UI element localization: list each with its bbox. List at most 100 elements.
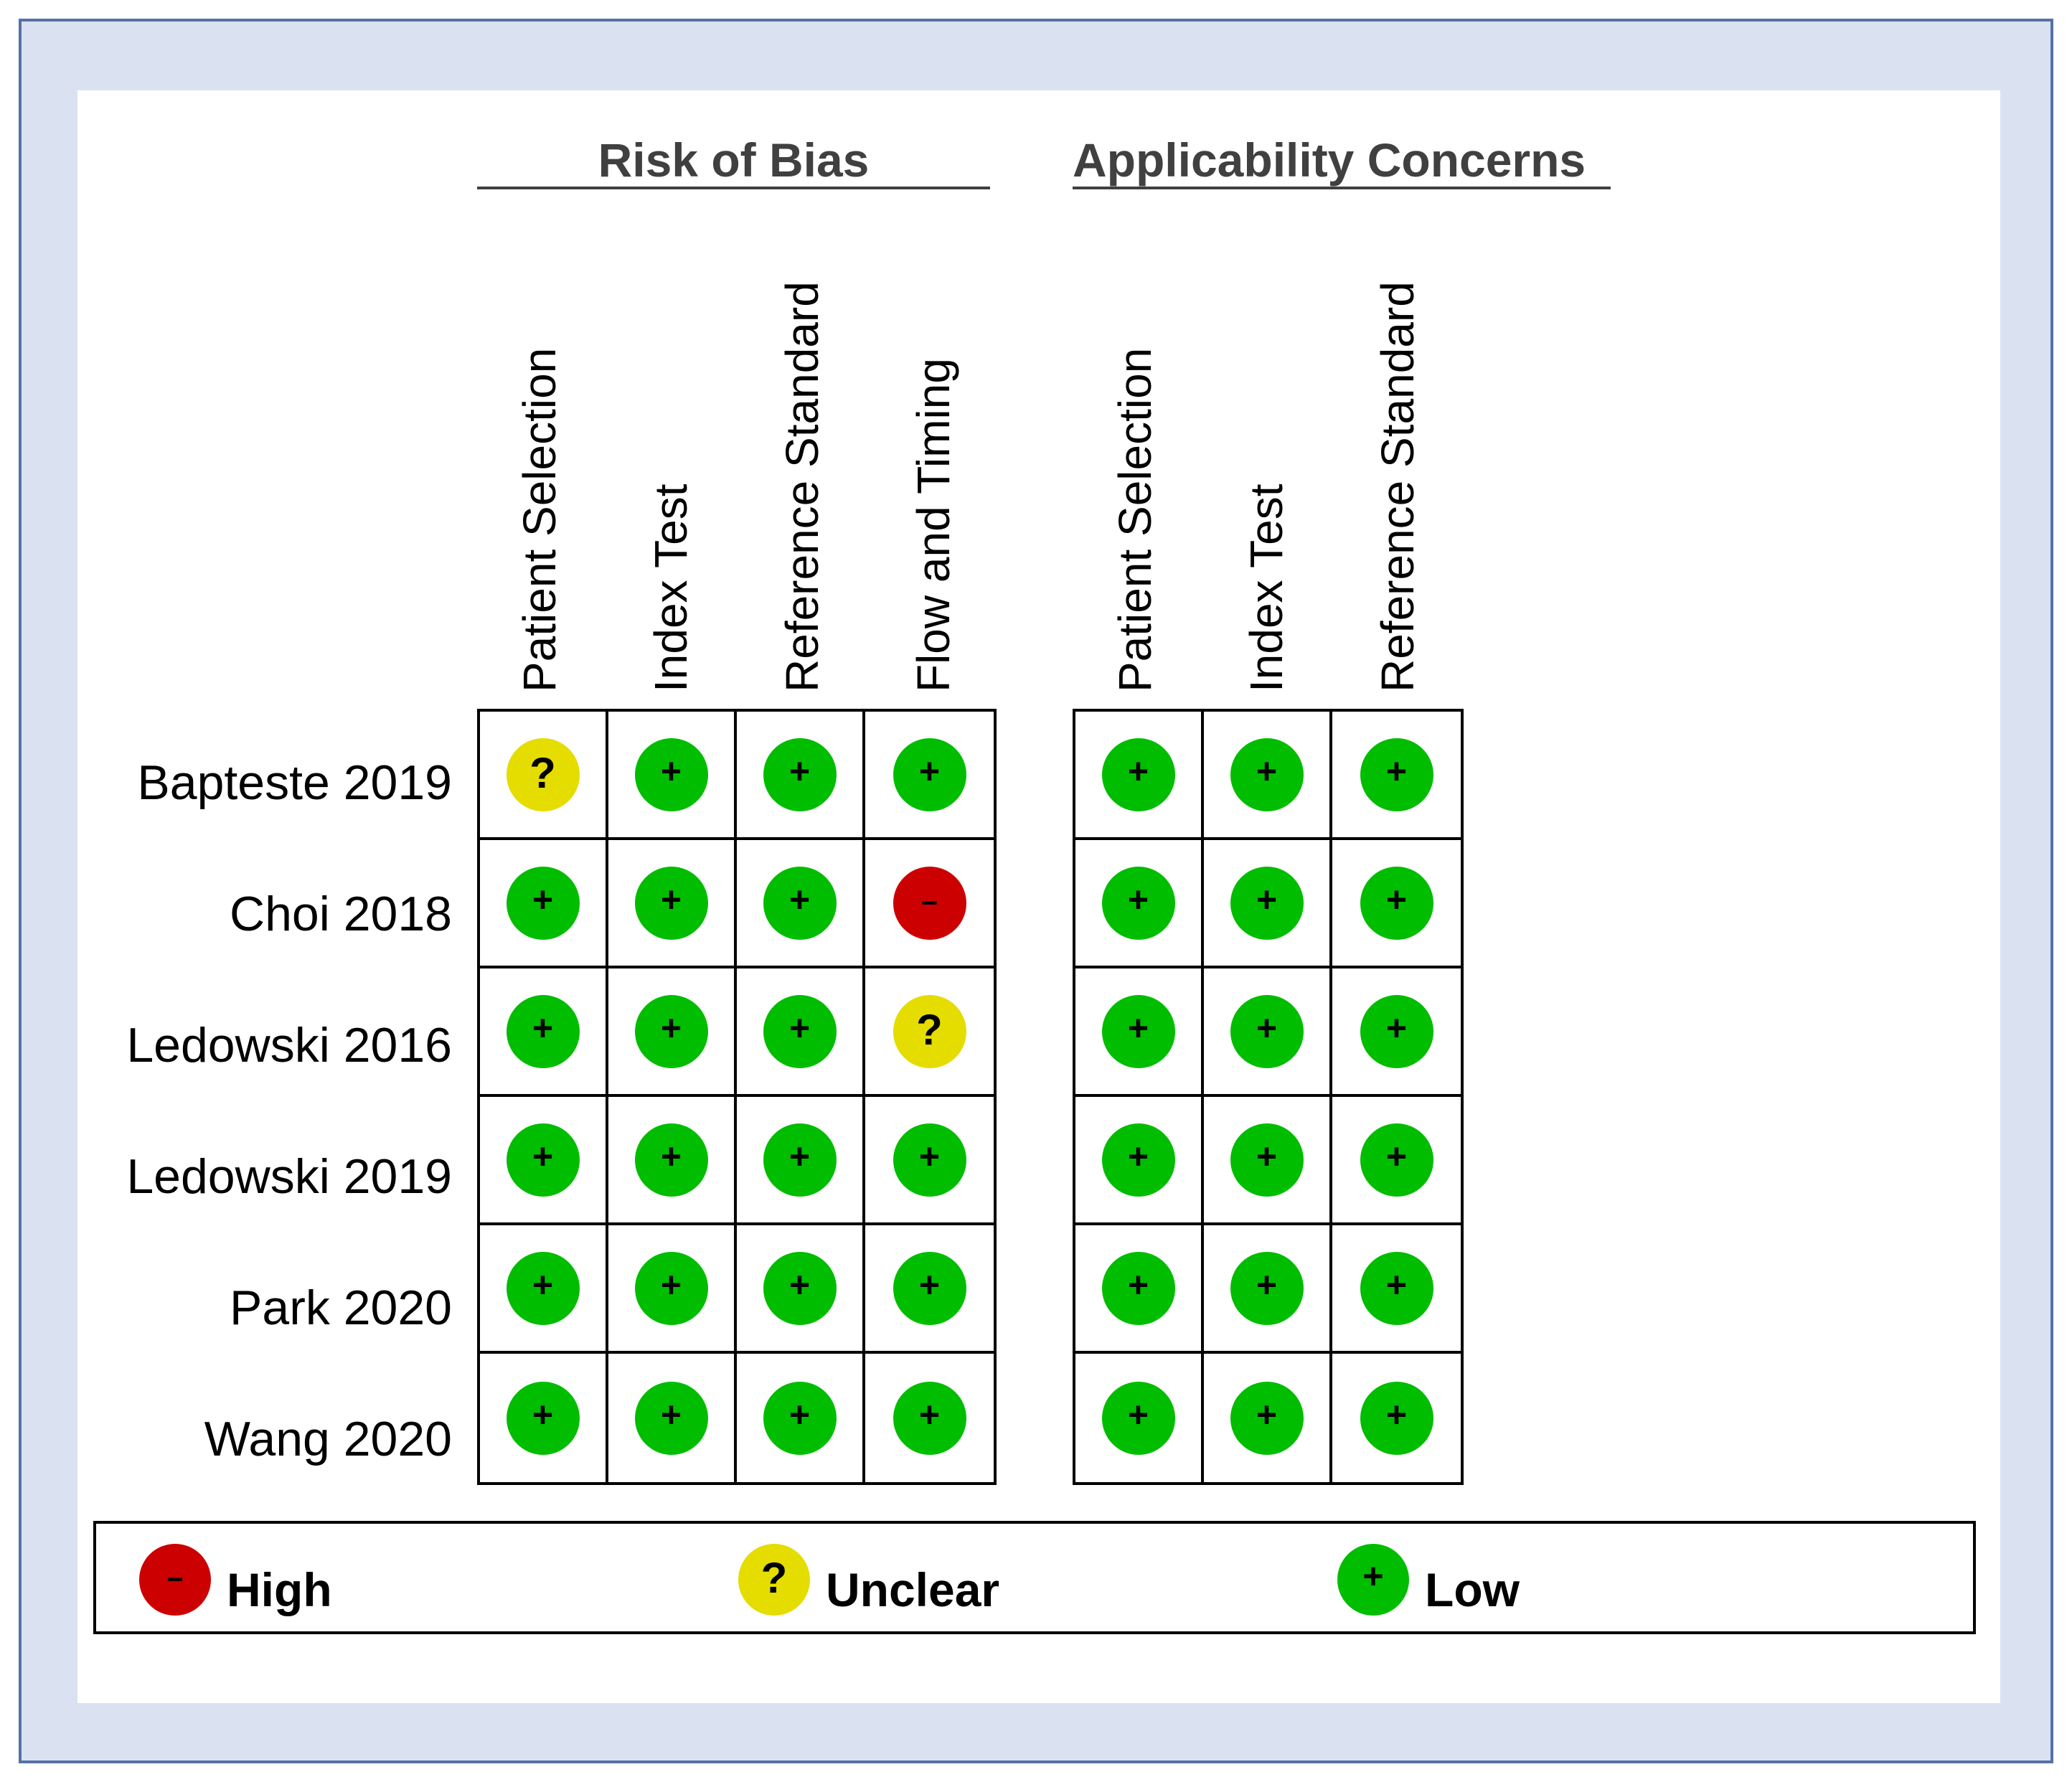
low-risk-icon: + bbox=[1360, 1381, 1433, 1455]
plus-icon: + bbox=[660, 879, 682, 920]
low-risk-icon: + bbox=[1101, 1251, 1175, 1325]
plus-icon: + bbox=[918, 1136, 941, 1177]
plus-icon: + bbox=[1256, 1264, 1278, 1305]
judgement-cell: + bbox=[737, 840, 865, 968]
plus-icon: + bbox=[1256, 879, 1278, 920]
study-label: Choi 2018 bbox=[229, 887, 452, 941]
judgement-cell: + bbox=[737, 968, 865, 1097]
low-risk-icon: + bbox=[893, 1251, 966, 1325]
judgement-cell: + bbox=[480, 840, 608, 968]
judgement-cell: + bbox=[1204, 968, 1332, 1097]
applicability-column-label: Reference Standard bbox=[1372, 281, 1423, 692]
figure-panel bbox=[77, 90, 2000, 1703]
judgement-cell: + bbox=[1075, 840, 1204, 968]
judgement-cell: + bbox=[608, 712, 737, 840]
risk-of-bias-underline bbox=[477, 187, 990, 189]
plus-icon: + bbox=[1256, 1007, 1278, 1048]
legend-label: Unclear bbox=[826, 1563, 1000, 1616]
low-risk-icon: + bbox=[1101, 737, 1175, 811]
low-risk-icon: + bbox=[763, 1251, 837, 1325]
low-risk-icon: + bbox=[893, 1381, 966, 1455]
study-label: Park 2020 bbox=[230, 1281, 452, 1335]
plus-icon: + bbox=[1256, 750, 1278, 791]
plus-icon: + bbox=[1385, 1007, 1408, 1048]
judgement-cell: + bbox=[865, 1097, 994, 1225]
low-risk-icon: + bbox=[1360, 737, 1433, 811]
unclear-legend-icon: ? bbox=[738, 1544, 810, 1616]
risk-column-label: Reference Standard bbox=[776, 281, 828, 692]
low-risk-icon: + bbox=[1230, 994, 1304, 1068]
legend-label: Low bbox=[1425, 1563, 1520, 1616]
risk-column-label: Index Test bbox=[645, 484, 697, 692]
low-risk-icon: + bbox=[1230, 737, 1304, 811]
low-risk-icon: + bbox=[634, 1251, 708, 1325]
low-risk-icon: + bbox=[1101, 1123, 1175, 1197]
low-legend-icon: + bbox=[1337, 1544, 1409, 1616]
applicability-column-label: Patient Selection bbox=[1109, 347, 1161, 692]
risk-column-label: Patient Selection bbox=[514, 347, 565, 692]
plus-icon: + bbox=[788, 750, 811, 791]
question-icon: ? bbox=[529, 748, 556, 797]
study-label: Bapteste 2019 bbox=[137, 755, 452, 810]
legend-item-unclear: ? Unclear bbox=[738, 1544, 999, 1616]
judgement-cell: + bbox=[1204, 712, 1332, 840]
judgement-cell: + bbox=[1075, 1354, 1204, 1482]
plus-icon: + bbox=[1127, 1394, 1149, 1435]
judgement-cell: + bbox=[480, 1225, 608, 1354]
judgement-cell: + bbox=[608, 968, 737, 1097]
low-risk-icon: + bbox=[1230, 866, 1304, 940]
plus-icon: + bbox=[532, 1136, 554, 1177]
judgement-cell: + bbox=[480, 1354, 608, 1482]
judgement-cell: + bbox=[480, 968, 608, 1097]
judgement-cell: + bbox=[1075, 712, 1204, 840]
low-risk-icon: + bbox=[1360, 994, 1433, 1068]
plus-icon: + bbox=[788, 879, 811, 920]
judgement-cell: + bbox=[865, 712, 994, 840]
applicability-underline bbox=[1073, 187, 1611, 189]
plus-icon: + bbox=[788, 1394, 811, 1435]
low-risk-icon: + bbox=[763, 1123, 837, 1197]
judgement-cell: + bbox=[1204, 1354, 1332, 1482]
judgement-cell: + bbox=[1332, 1097, 1461, 1225]
low-risk-icon: + bbox=[634, 994, 708, 1068]
unclear-risk-icon: ? bbox=[506, 737, 580, 811]
low-risk-icon: + bbox=[1230, 1251, 1304, 1325]
plus-icon: + bbox=[1127, 1136, 1149, 1177]
legend: − High? Unclear + Low bbox=[93, 1521, 1976, 1634]
judgement-cell: + bbox=[480, 1097, 608, 1225]
plus-icon: + bbox=[660, 1264, 682, 1305]
low-risk-icon: + bbox=[1230, 1123, 1304, 1197]
plus-icon: + bbox=[918, 750, 941, 791]
judgement-cell: + bbox=[865, 1354, 994, 1482]
judgement-cell: + bbox=[1332, 840, 1461, 968]
study-label: Ledowski 2016 bbox=[126, 1018, 452, 1072]
plus-icon: + bbox=[788, 1264, 811, 1305]
judgement-cell: − bbox=[865, 840, 994, 968]
minus-icon: − bbox=[166, 1564, 184, 1595]
legend-label: High bbox=[227, 1563, 332, 1616]
low-risk-icon: + bbox=[1101, 866, 1175, 940]
plus-icon: + bbox=[1127, 1007, 1149, 1048]
risk-of-bias-header: Risk of Bias bbox=[598, 133, 870, 187]
risk-column-label: Flow and Timing bbox=[908, 358, 959, 692]
low-risk-icon: + bbox=[634, 1123, 708, 1197]
plus-icon: + bbox=[1385, 1136, 1408, 1177]
judgement-cell: + bbox=[1332, 712, 1461, 840]
study-label: Ledowski 2019 bbox=[126, 1149, 452, 1204]
plus-icon: + bbox=[1385, 1394, 1408, 1435]
plus-icon: + bbox=[918, 1264, 941, 1305]
judgement-cell: + bbox=[1204, 840, 1332, 968]
low-risk-icon: + bbox=[634, 737, 708, 811]
low-risk-icon: + bbox=[506, 1381, 580, 1455]
plus-icon: + bbox=[788, 1007, 811, 1048]
low-risk-icon: + bbox=[634, 1381, 708, 1455]
plus-icon: + bbox=[1127, 1264, 1149, 1305]
judgement-cell: + bbox=[1332, 1354, 1461, 1482]
unclear-risk-icon: ? bbox=[893, 994, 966, 1068]
plus-icon: + bbox=[918, 1394, 941, 1435]
plus-icon: + bbox=[532, 879, 554, 920]
study-label: Wang 2020 bbox=[204, 1412, 452, 1466]
low-risk-icon: + bbox=[506, 994, 580, 1068]
judgement-cell: + bbox=[1204, 1225, 1332, 1354]
low-risk-icon: + bbox=[1360, 866, 1433, 940]
